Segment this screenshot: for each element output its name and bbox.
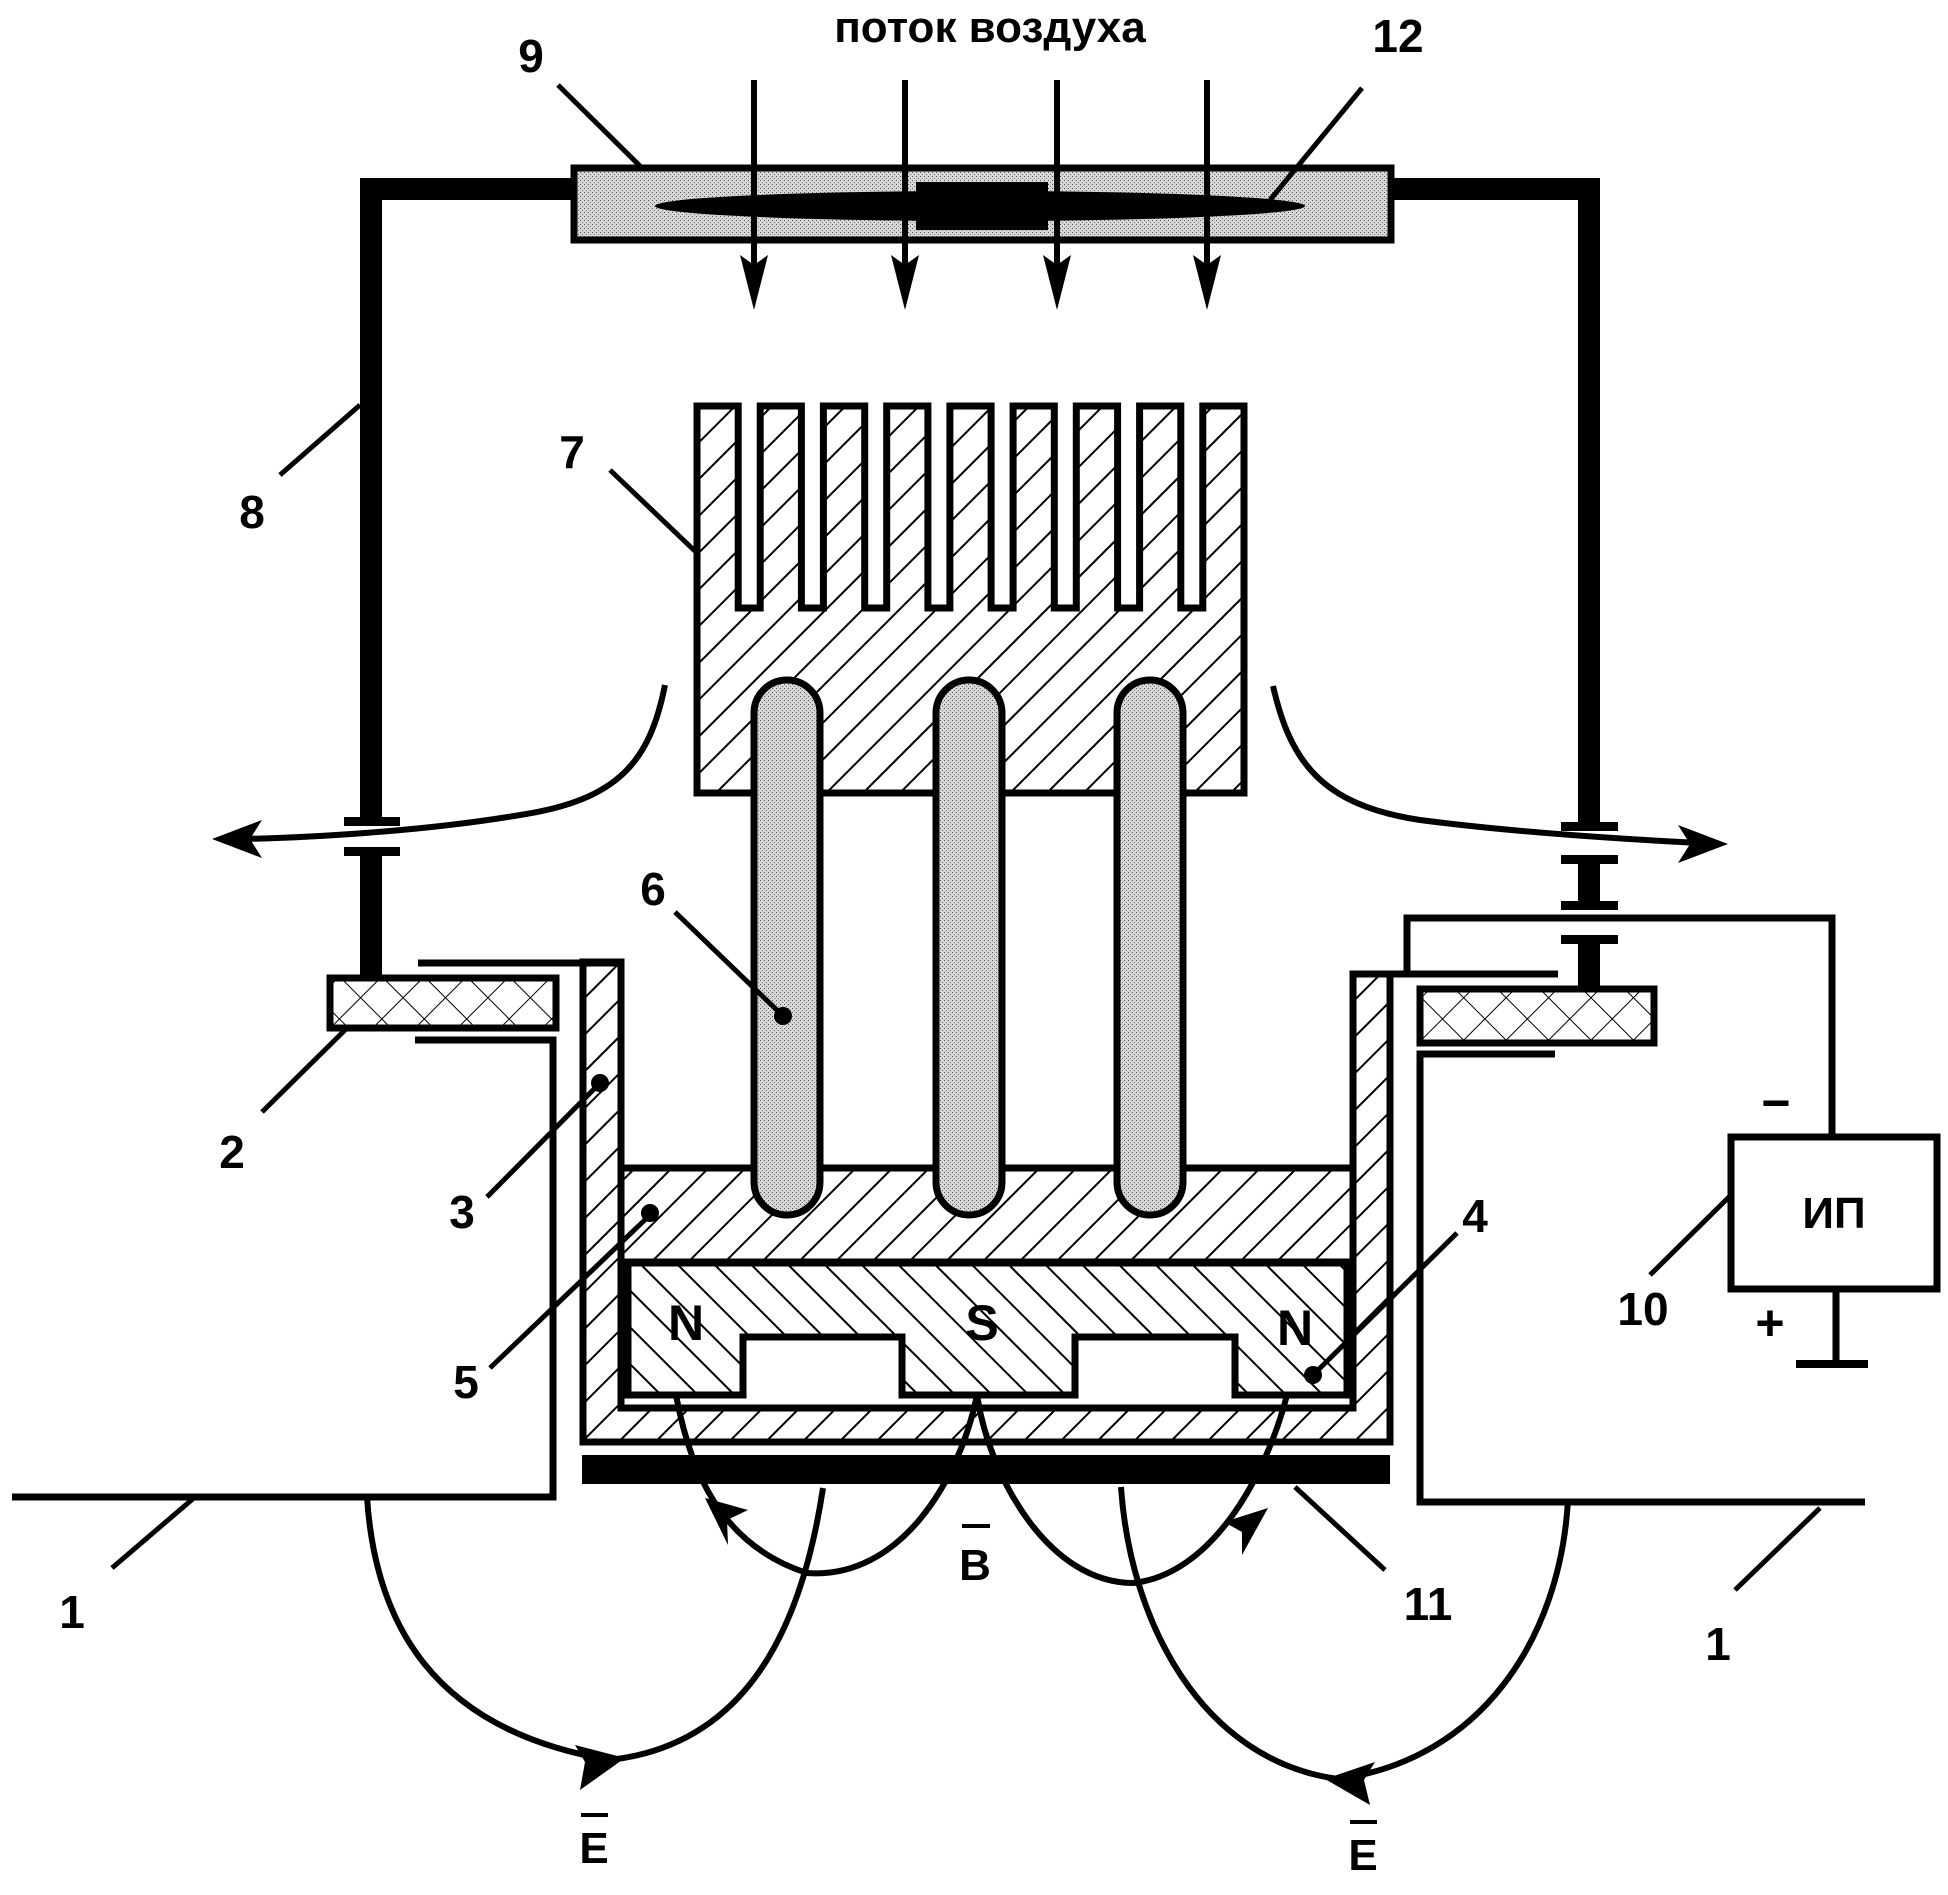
- heat-pipe: [750, 676, 824, 1219]
- label-11: 11: [1404, 1578, 1453, 1630]
- b-arrow-left-icon: [705, 1498, 748, 1545]
- airflow-arrow-icon: [1043, 80, 1071, 310]
- heat-sink-7: [693, 402, 1248, 797]
- psu-wire: [1403, 914, 1836, 1138]
- label-5: 5: [453, 1356, 479, 1408]
- pole-n-right: N: [1277, 1300, 1313, 1356]
- label-6: 6: [640, 863, 666, 915]
- label-3: 3: [449, 1186, 475, 1238]
- insulator-2-right: [1416, 985, 1658, 1047]
- airflow-title: поток воздуха: [834, 3, 1146, 52]
- filter-frame-9: [570, 164, 1395, 244]
- pole-n-left: N: [668, 1295, 704, 1351]
- airflow-arrow-icon: [891, 80, 919, 310]
- leader-dots: [591, 1007, 1322, 1384]
- airflow-arrow-icon: [740, 80, 768, 310]
- label-10: 10: [1617, 1283, 1668, 1335]
- left-capacitor-gap: [344, 817, 400, 856]
- arrow-left-icon: [212, 820, 262, 858]
- label-4: 4: [1462, 1190, 1488, 1242]
- label-9: 9: [518, 30, 544, 82]
- right-capacitor-gap: [1561, 822, 1618, 944]
- heat-pipe: [932, 676, 1006, 1219]
- airflow-arrows: [740, 80, 1221, 310]
- airflow-arrow-icon: [1193, 80, 1221, 310]
- conductor-8: [360, 178, 1600, 987]
- minus-sign: −: [1761, 1075, 1790, 1131]
- magnet-4: [624, 1259, 1351, 1399]
- e-vector-label-left: E: [579, 1824, 608, 1873]
- electric-field-lines: [364, 1486, 1571, 1805]
- b-arrow-right-icon: [1224, 1508, 1268, 1555]
- psu-label: ИП: [1802, 1189, 1865, 1238]
- label-1-left: 1: [59, 1586, 85, 1638]
- arrow-right-icon: [1678, 825, 1728, 863]
- exhaust-flow-left: [212, 684, 668, 858]
- housing-3: [579, 958, 1394, 1446]
- exhaust-flow-right: [1270, 685, 1728, 863]
- heat-pipes-6: [750, 676, 1187, 1219]
- e-arrow-left-icon: [575, 1745, 625, 1790]
- b-vector-label: B: [959, 1541, 991, 1590]
- e-arrow-right-icon: [1325, 1762, 1375, 1805]
- insulator-2-left: [326, 974, 560, 1032]
- label-8: 8: [239, 486, 265, 538]
- pole-s-center: S: [965, 1295, 998, 1351]
- label-7: 7: [559, 426, 585, 478]
- power-supply-10: ИП − +: [1727, 1075, 1941, 1368]
- label-1-right: 1: [1705, 1618, 1731, 1670]
- plate-1-left: [12, 959, 621, 1501]
- plus-sign: +: [1755, 1295, 1784, 1351]
- label-2: 2: [219, 1126, 245, 1178]
- plate-1-right: [1390, 970, 1865, 1506]
- e-vector-label-right: E: [1348, 1831, 1377, 1880]
- heat-pipe: [1113, 676, 1187, 1219]
- label-12: 12: [1372, 10, 1423, 62]
- leader-lines: [110, 83, 1822, 1592]
